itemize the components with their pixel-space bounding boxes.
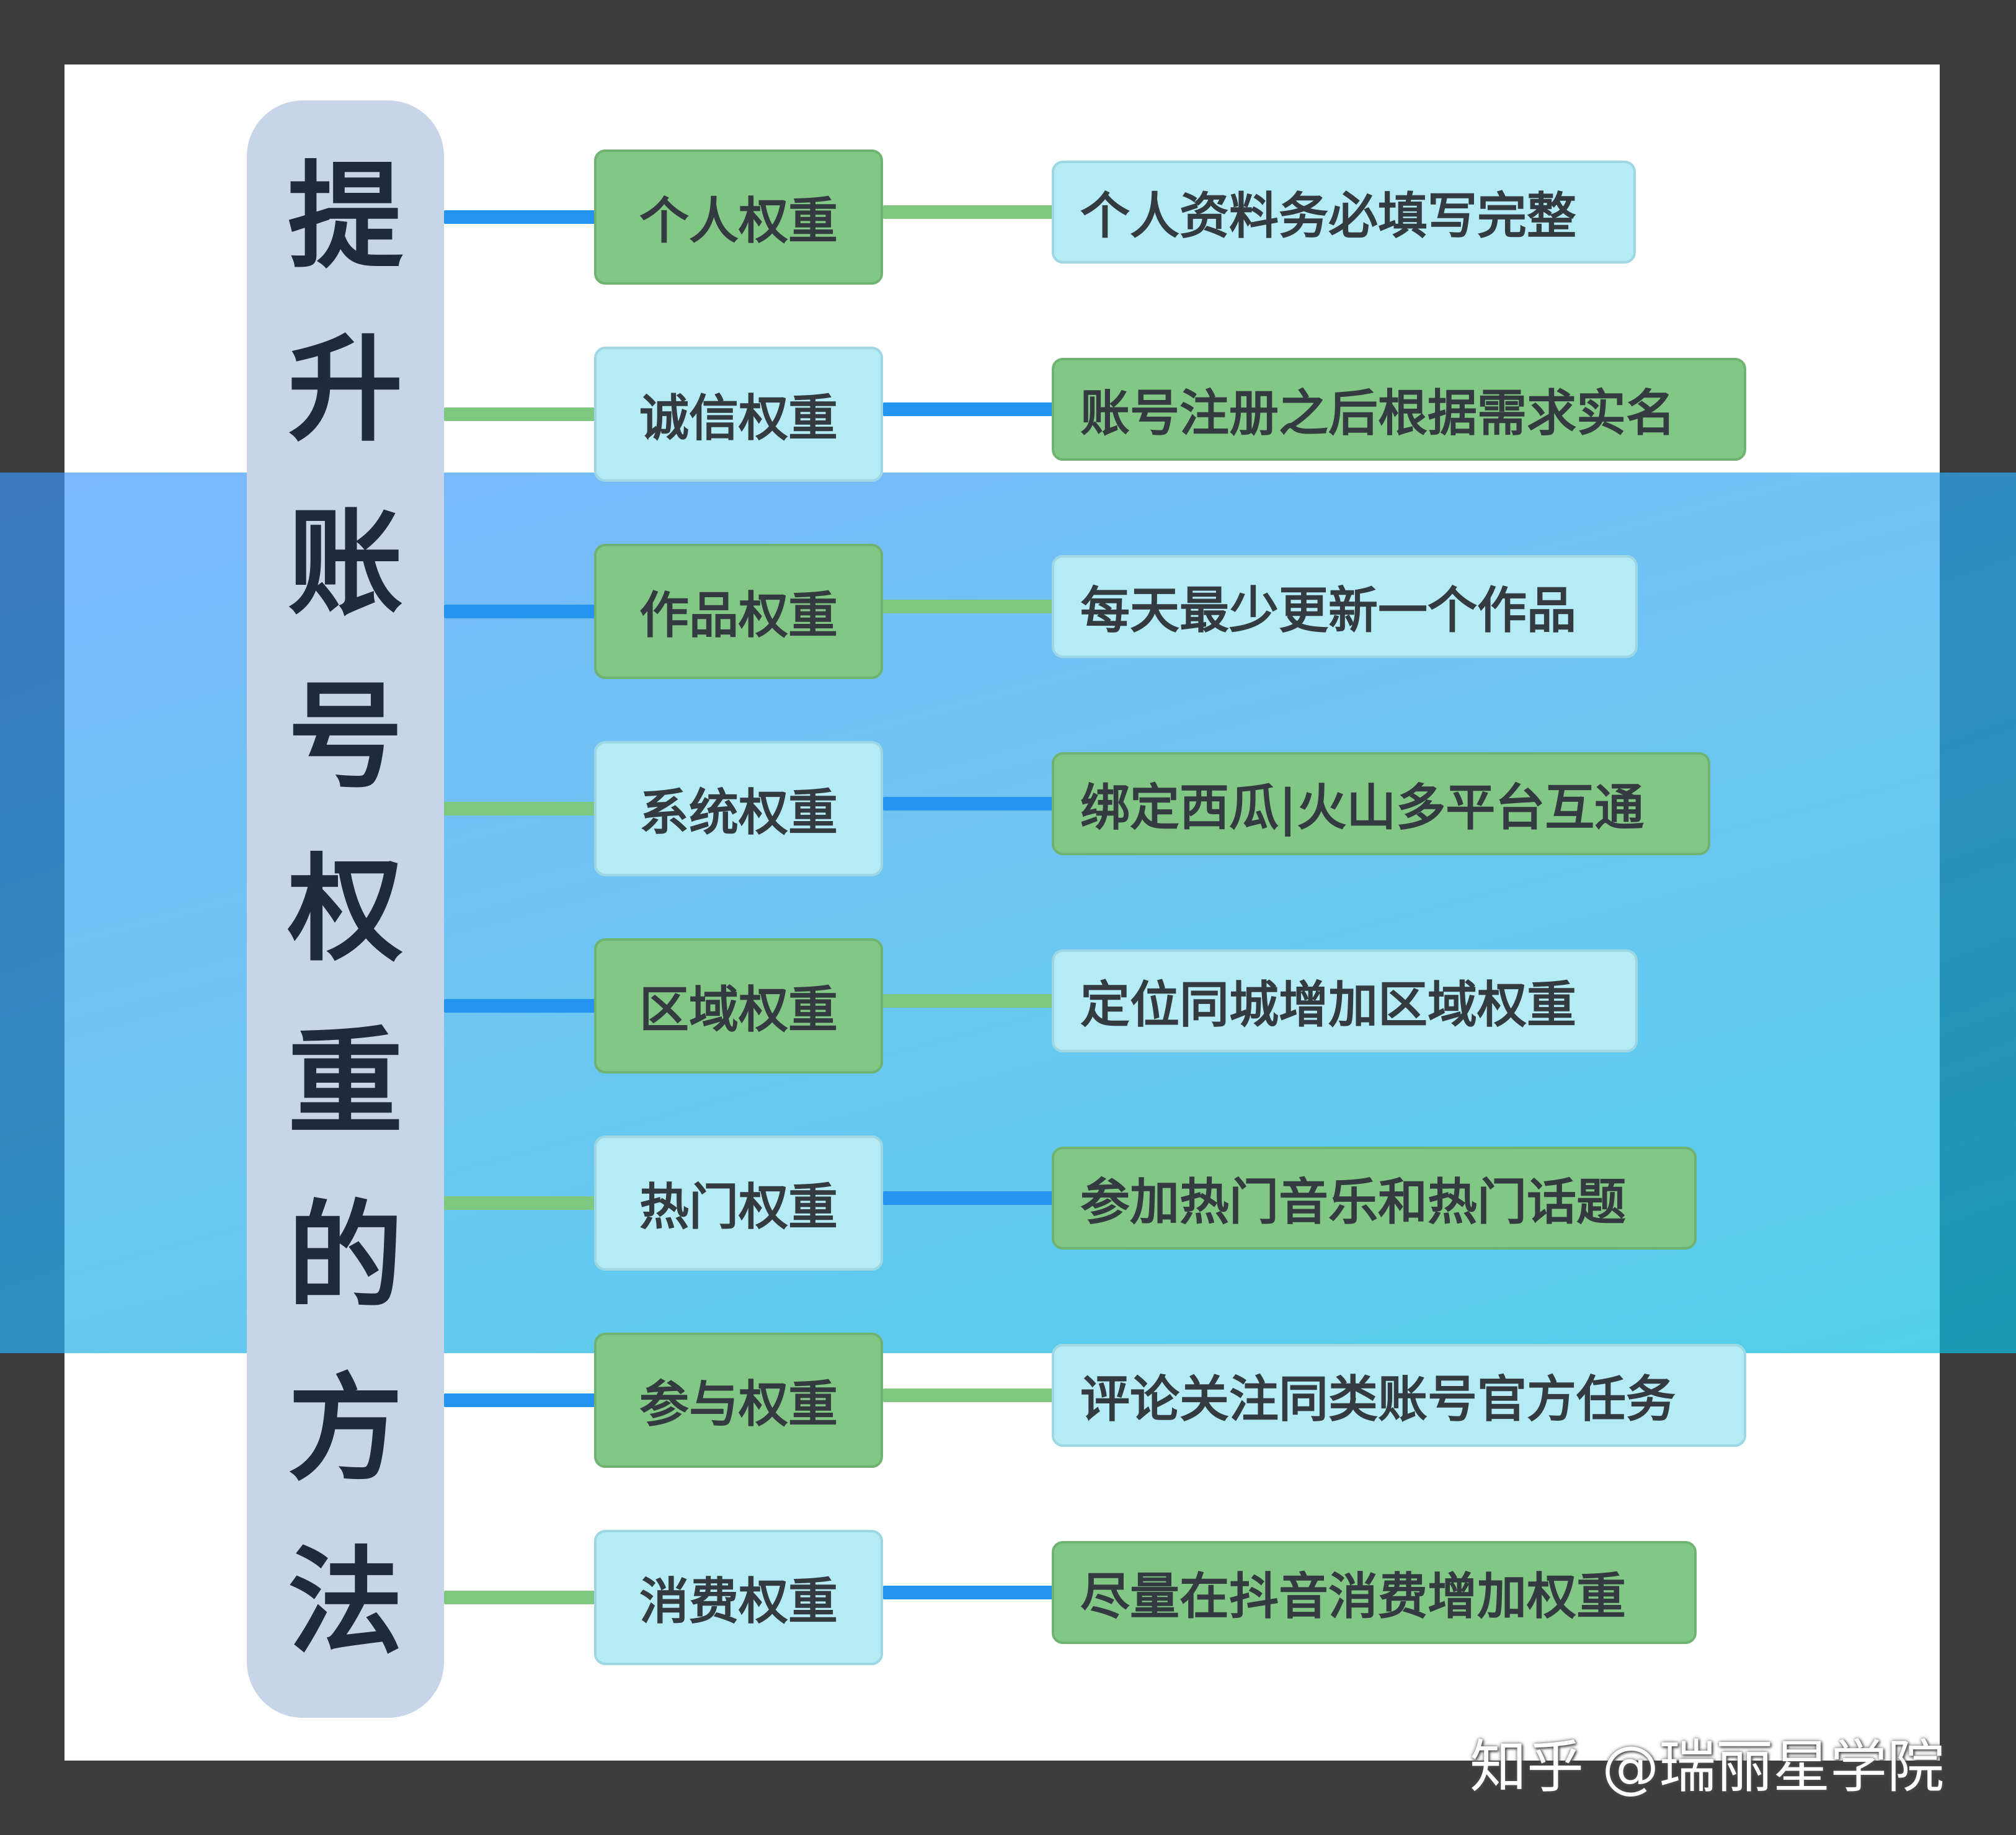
detail-node: 评论关注同类账号官方任务 <box>1052 1344 1746 1447</box>
watermark: 知乎 @瑞丽星学院 <box>1470 1734 1945 1800</box>
connector-line <box>444 1393 595 1407</box>
connector-line <box>444 210 595 224</box>
root-title-char: 法 <box>287 1535 403 1669</box>
branch-node: 作品权重 <box>594 544 883 679</box>
root-title-char: 方 <box>287 1361 403 1496</box>
root-title-char: 重 <box>287 1015 403 1150</box>
branch-node: 诚信权重 <box>594 347 883 482</box>
connector-line <box>883 600 1053 613</box>
connector-line <box>883 994 1053 1008</box>
root-title-char: 号 <box>287 669 403 804</box>
connector-line <box>883 797 1053 811</box>
detail-node: 个人资料务必填写完整 <box>1052 161 1636 264</box>
connector-line <box>883 205 1053 219</box>
branch-node: 区域权重 <box>594 938 883 1073</box>
detail-node: 每天最少更新一个作品 <box>1052 555 1638 658</box>
root-title-char: 权 <box>287 842 403 977</box>
branch-node: 个人权重 <box>594 149 883 285</box>
connector-line <box>444 1591 595 1604</box>
branch-node: 热门权重 <box>594 1135 883 1271</box>
connector-line <box>444 1196 595 1210</box>
connector-line <box>883 402 1053 416</box>
connector-line <box>444 407 595 421</box>
detail-node: 账号注册之后根据需求实名 <box>1052 358 1746 461</box>
branch-node: 消费权重 <box>594 1530 883 1665</box>
root-node: 提升账号权重的方法 <box>247 100 444 1718</box>
detail-node: 定位同城增加区域权重 <box>1052 949 1638 1052</box>
detail-node: 绑定西瓜|火山多平台互通 <box>1052 752 1710 855</box>
branch-node: 参与权重 <box>594 1333 883 1468</box>
detail-node: 尽量在抖音消费增加权重 <box>1052 1541 1697 1644</box>
root-title-char: 提 <box>287 149 403 284</box>
connector-line <box>444 605 595 618</box>
connector-line <box>883 1388 1053 1402</box>
connector-line <box>444 999 595 1013</box>
root-title-char: 升 <box>287 322 403 458</box>
connector-line <box>883 1191 1053 1205</box>
connector-line <box>444 802 595 815</box>
root-title-char: 账 <box>287 495 403 631</box>
branch-node: 系统权重 <box>594 741 883 876</box>
connector-line <box>883 1586 1053 1599</box>
root-title: 提升账号权重的方法 <box>247 159 444 1660</box>
detail-node: 参加热门音乐和热门话题 <box>1052 1147 1697 1250</box>
root-title-char: 的 <box>287 1188 403 1323</box>
